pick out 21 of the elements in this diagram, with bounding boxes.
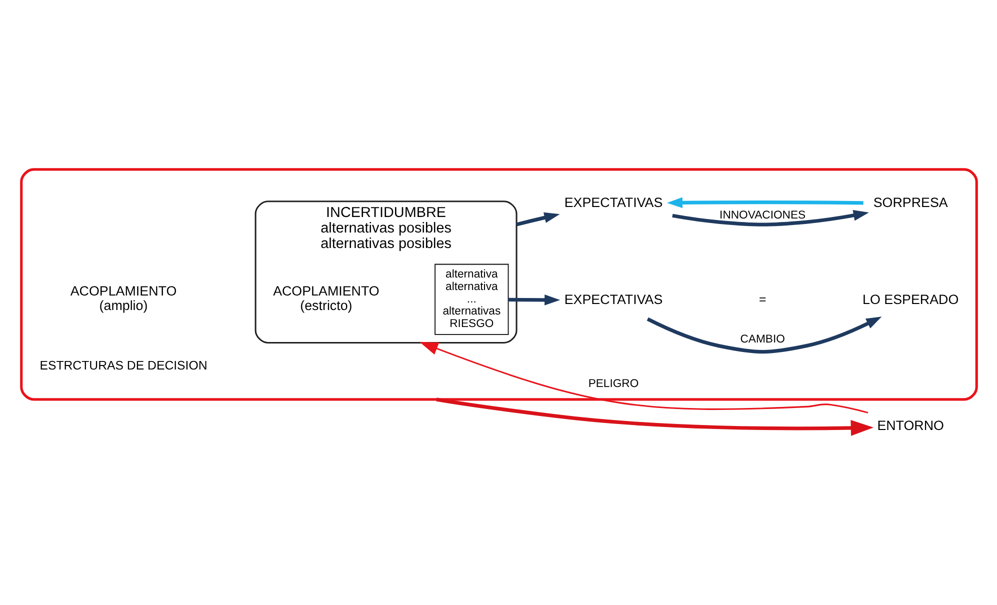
arrow (516, 212, 560, 226)
arrow (418, 341, 868, 413)
node-text: ACOPLAMIENTO (estricto) (272, 283, 379, 313)
label: ESTRCTURAS DE DECISION (39, 358, 207, 372)
arrow (436, 397, 874, 436)
node-text: ACOPLAMIENTO (amplio) (70, 283, 176, 313)
edge-label: PELIGRO (588, 377, 638, 390)
edge-label: CAMBIO (740, 333, 784, 346)
arrow (508, 294, 560, 305)
label: = (758, 292, 766, 306)
arrow (646, 316, 882, 354)
cluster (20, 168, 978, 400)
node-box: alternativa alternativa ... alternativas RIESGO (434, 263, 508, 334)
node-text: SORPRESA (872, 194, 948, 210)
node-text: EXPECTATIVAS (564, 194, 662, 210)
node-text: ENTORNO (876, 417, 944, 432)
edge-label: INNOVACIONES (719, 209, 806, 222)
node-text: EXPECTATIVAS (564, 291, 662, 306)
arrow (672, 210, 868, 226)
arrow (666, 196, 863, 208)
node-text: LO ESPERADO (862, 291, 958, 306)
